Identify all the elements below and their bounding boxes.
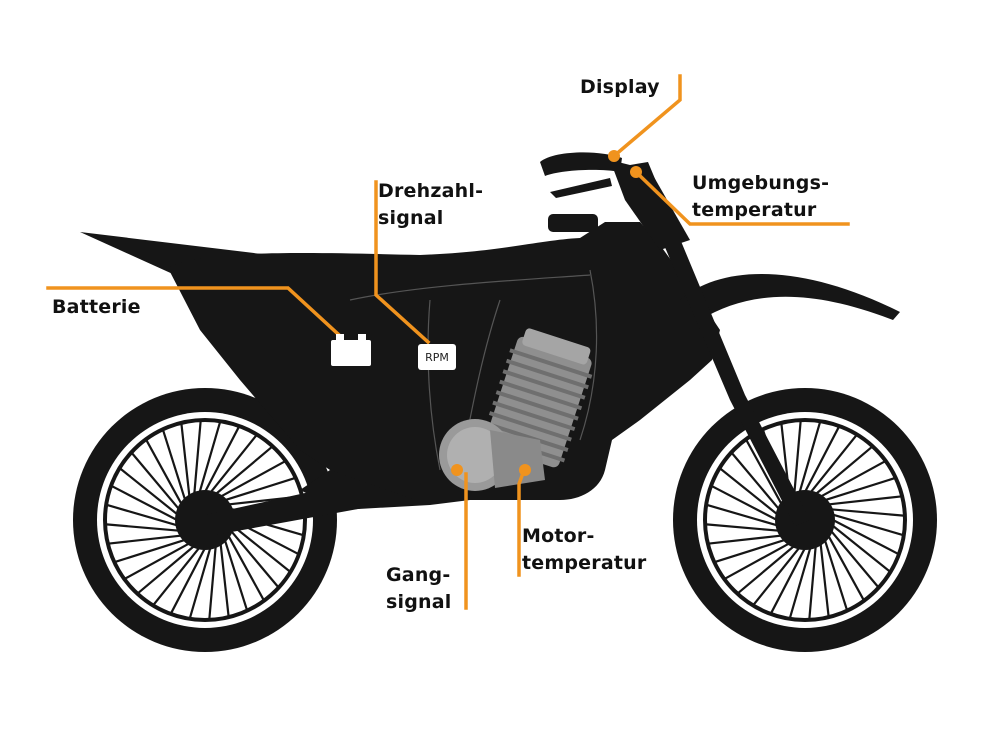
wheel-spoke <box>204 425 241 493</box>
wheel-spoke <box>718 467 779 516</box>
wheel-spoke <box>144 438 183 505</box>
label-engine-temperature: Motor- temperatur <box>522 523 646 577</box>
wheel-spoke <box>827 535 866 602</box>
battery-icon <box>331 334 371 366</box>
wheel-spoke <box>130 451 180 510</box>
wheel-spoke <box>209 433 258 494</box>
wheel-spoke <box>224 476 297 502</box>
wheel-spoke <box>161 428 187 501</box>
wheel-spoke <box>113 538 186 564</box>
wheel-spoke <box>809 433 858 494</box>
engine-temp-callout-dot <box>519 464 531 476</box>
wheel-spoke <box>832 513 905 537</box>
rear-wheel <box>73 388 337 652</box>
label-gear-signal-line1: Gang- <box>386 564 451 586</box>
wheel-spoke <box>230 530 280 589</box>
wheel-spoke <box>815 445 874 495</box>
wheel-spoke <box>188 547 212 620</box>
wheel-spoke <box>824 476 897 502</box>
ambient-temp-callout-dot <box>630 166 642 178</box>
wheel-spoke <box>831 524 892 573</box>
label-display: Display <box>580 74 660 101</box>
label-rpm-signal-line1: Drehzahl- <box>378 180 484 202</box>
wheel-spoke <box>107 534 182 545</box>
wheel-spoke <box>215 445 274 495</box>
cylinder-fin <box>485 421 569 452</box>
wheel-spoke <box>736 545 795 595</box>
wheel-spoke <box>707 534 782 545</box>
wheel-spoke <box>169 547 206 615</box>
wheel-spoke <box>804 425 841 493</box>
wheel-spoke <box>118 467 179 516</box>
wheel-spoke <box>110 484 178 521</box>
cylinder-fin <box>509 348 593 379</box>
label-gear-signal: Gang- signal <box>386 562 451 616</box>
wheel-spoke <box>819 543 830 618</box>
wheel-spoke <box>820 459 887 498</box>
wheel-spoke <box>713 538 786 564</box>
wheel-spoke <box>769 547 806 615</box>
label-battery-text: Batterie <box>52 296 141 318</box>
wheel-spoke <box>198 420 222 493</box>
label-ambient-temperature-line2: temperatur <box>692 199 817 221</box>
wheel-spoke <box>231 524 292 573</box>
wheel-spoke <box>823 539 849 612</box>
callout-lines <box>46 74 850 610</box>
label-rpm-signal-line2: signal <box>378 207 444 229</box>
cylinder-fin <box>502 369 586 400</box>
cylinder-fin <box>488 411 572 442</box>
wheel-spoke <box>136 545 195 595</box>
wheel-spoke <box>744 438 783 505</box>
wheel-spoke <box>220 459 287 498</box>
display-callout-dot <box>608 150 620 162</box>
wheel-spoke <box>752 546 801 607</box>
wheel-spoke <box>710 484 778 521</box>
rpm-sensor-icon: RPM <box>418 344 456 370</box>
label-engine-temperature-line1: Motor- <box>522 525 595 547</box>
wheel-spoke <box>105 503 178 527</box>
wheel-spoke <box>104 523 180 532</box>
wheel-spoke <box>193 419 202 495</box>
wheel-spoke <box>798 420 822 493</box>
label-display-text: Display <box>580 76 660 98</box>
wheel-spoke <box>227 535 266 602</box>
wheel-spoke <box>208 545 217 621</box>
engine <box>439 328 593 491</box>
label-ambient-temperature: Umgebungs- temperatur <box>692 170 829 224</box>
wheel-spoke <box>828 495 903 506</box>
wheel-spoke <box>223 539 249 612</box>
callout-dots <box>451 150 642 476</box>
wheel-spoke <box>832 519 900 556</box>
wheel-spoke <box>730 451 780 510</box>
cylinder-fin <box>495 390 579 421</box>
wheel-spoke <box>808 545 817 621</box>
wheel-spoke <box>830 530 880 589</box>
wheel-spoke <box>123 542 190 581</box>
wheel-spoke <box>180 422 191 497</box>
wheel-spoke <box>723 542 790 581</box>
wheel-spoke <box>830 508 906 517</box>
wheel-spoke <box>219 543 230 618</box>
wheel-spoke <box>788 547 812 620</box>
label-gear-signal-line2: signal <box>386 591 452 613</box>
label-ambient-temperature-line1: Umgebungs- <box>692 172 830 194</box>
label-rpm-signal: Drehzahl- signal <box>378 178 483 232</box>
cylinder-fin <box>499 379 583 411</box>
cylinder-fin <box>492 400 576 432</box>
rpm-label: RPM <box>425 351 449 364</box>
label-engine-temperature-line2: temperatur <box>522 552 647 574</box>
gear-signal-callout-dot <box>451 464 463 476</box>
cylinder-fin <box>505 358 589 390</box>
wheel-spoke <box>704 523 780 532</box>
label-battery: Batterie <box>52 294 141 321</box>
wheel-spoke <box>152 546 201 607</box>
wheel-spoke <box>705 503 778 527</box>
wheel-spoke <box>793 419 802 495</box>
